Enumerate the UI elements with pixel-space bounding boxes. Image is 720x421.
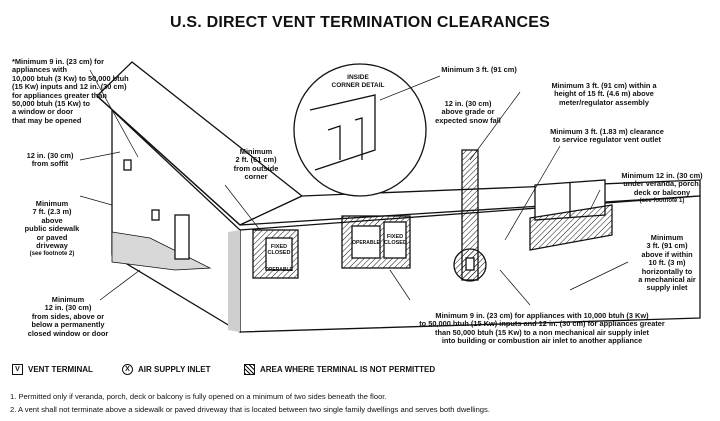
legend-area: AREA WHERE TERMINAL IS NOT PERMITTED xyxy=(244,364,435,375)
footnote-1: 1. Permitted only if veranda, porch, dec… xyxy=(10,392,387,401)
legend-air: X AIR SUPPLY INLET xyxy=(122,364,210,375)
vent-terminal-icon: V xyxy=(12,364,23,375)
callout-min-3ft: Minimum 3 ft. (91 cm) xyxy=(441,65,517,74)
operable-label-2: OPERABLE xyxy=(352,240,380,246)
callout-bottom: Minimum 9 in. (23 cm) for appliances wit… xyxy=(419,311,665,346)
air-supply-inlet-icon: X xyxy=(122,364,133,375)
callout-veranda: Minimum 12 in. (30 cm)under veranda, por… xyxy=(621,171,703,205)
diagram-title: U.S. DIRECT VENT TERMINATION CLEARANCES xyxy=(170,14,550,31)
inside-corner-detail xyxy=(293,63,427,197)
sidewalk-area xyxy=(111,231,212,271)
hatched-area-icon xyxy=(244,364,255,375)
footnote-2: 2. A vent shall not terminate above a si… xyxy=(10,405,490,414)
legend-vent: V VENT TERMINAL xyxy=(12,364,93,375)
callout-soffit: 12 in. (30 cm)from soffit xyxy=(26,151,74,169)
operable-label-1: OPERABLE xyxy=(265,267,293,273)
callout-window-door: *Minimum 9 in. (23 cm) for appliances wi… xyxy=(12,57,129,125)
operable-window xyxy=(341,215,411,269)
fixed-window-left xyxy=(252,229,299,279)
